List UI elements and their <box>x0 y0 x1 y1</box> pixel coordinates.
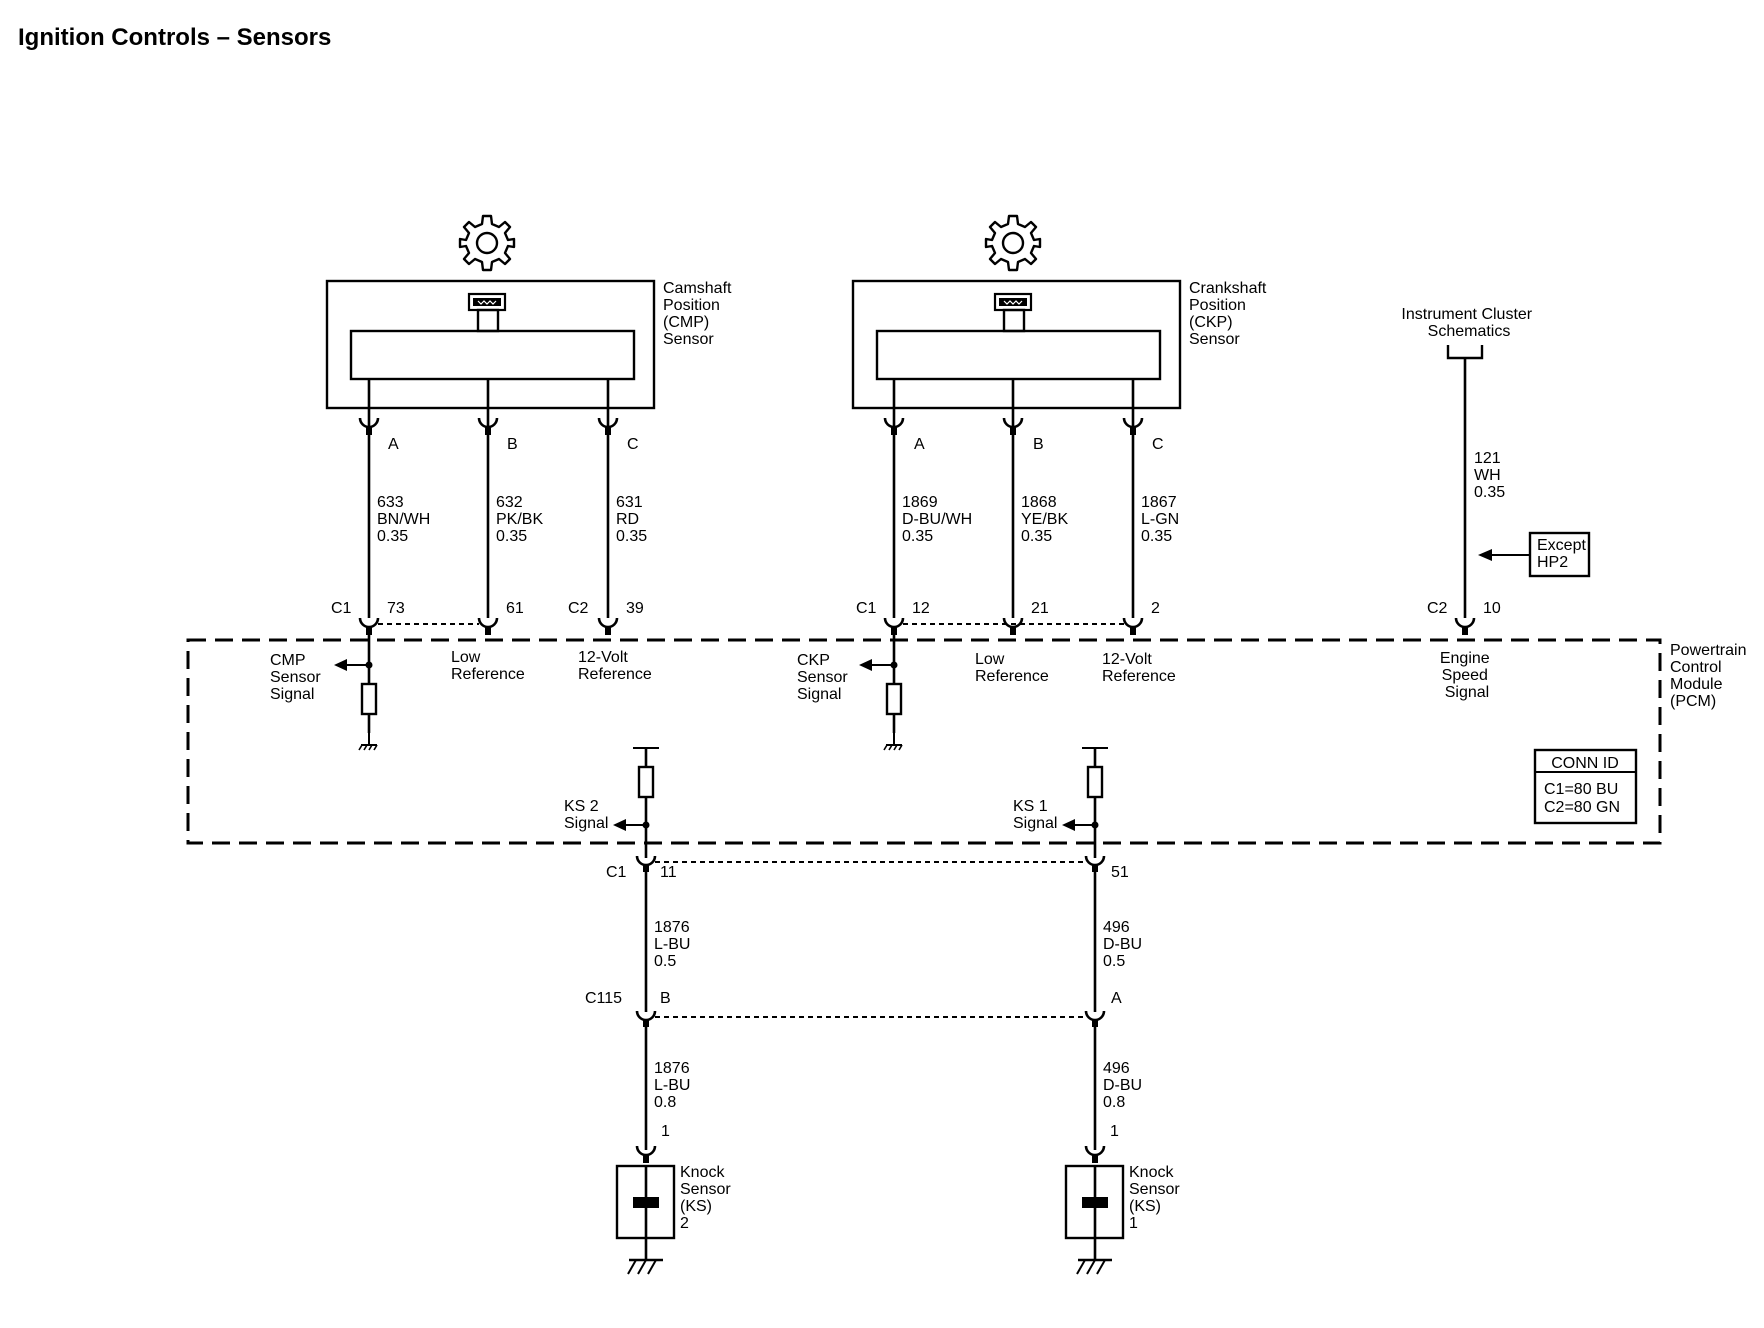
ckp-wires: A B C 1869 D-BU/WH 0.35 1868 YE/BK 0.35 … <box>856 379 1184 637</box>
ckp-pcm-pin-2: 2 <box>1151 600 1160 617</box>
pcm-boundary <box>186 638 1662 845</box>
cmp-pcm-conn-c1: C1 <box>331 600 352 617</box>
ks2-inline-pin: B <box>660 990 671 1007</box>
ks1-pullup-resistor <box>1086 765 1104 799</box>
cmp-wire-a-label: 633 BN/WH 0.35 <box>377 494 435 545</box>
cmp-pin-a: A <box>388 436 399 453</box>
ks2-pcm-conn: C1 <box>606 864 627 881</box>
cmp-pulldown-resistor <box>360 682 378 716</box>
ckp-pulldown-resistor <box>885 682 903 716</box>
cmp-signal-arrow-icon <box>334 659 347 671</box>
cmp-pcm-pin-73: 73 <box>387 600 405 617</box>
cmp-12v-ref-label: 12-Volt Reference <box>578 649 652 683</box>
conn-id-c2: C2=80 GN <box>1544 799 1620 816</box>
knock-sensor-1-circuit: KS 1 Signal 51 496 D-BU 0.5 A 496 D-BU 0… <box>655 747 1184 1276</box>
ckp-12v-ref-label: 12-Volt Reference <box>1102 651 1176 685</box>
ks1-piezo-element <box>1082 1197 1108 1208</box>
ks2-pullup-resistor <box>637 765 655 799</box>
page-title: Ignition Controls – Sensors <box>18 24 331 51</box>
cmp-sensor-element <box>349 329 636 381</box>
ckp-pcm-conn-c1: C1 <box>856 600 877 617</box>
cmp-sensor: Camshaft Position (CMP) Sensor <box>325 214 736 410</box>
cluster-pcm-conn: C2 <box>1427 600 1448 617</box>
ckp-low-ref-label: Low Reference <box>975 651 1049 685</box>
ks1-signal-label: KS 1 Signal <box>1013 798 1057 832</box>
ckp-wire-a-label: 1869 D-BU/WH 0.35 <box>902 494 977 545</box>
cmp-sensor-label: Camshaft Position (CMP) Sensor <box>663 280 736 348</box>
ckp-signal-label: CKP Sensor Signal <box>797 652 852 703</box>
ckp-pin-a: A <box>914 436 925 453</box>
ks1-signal-arrow-icon <box>1062 819 1075 831</box>
pcm-label: Powertrain Control Module (PCM) <box>1670 642 1751 710</box>
cmp-low-ref-label: Low Reference <box>451 649 525 683</box>
conn-id-header: CONN ID <box>1551 755 1619 772</box>
ckp-pcm-pin-21: 21 <box>1031 600 1049 617</box>
ckp-signal-arrow-icon <box>859 659 872 671</box>
ks2-pcm-pin: 11 <box>660 864 677 881</box>
ckp-pin-c: C <box>1152 436 1164 453</box>
ckp-pin-b: B <box>1033 436 1044 453</box>
cluster-wire-label: 121 WH 0.35 <box>1474 450 1505 501</box>
knock-sensor-2-circuit: KS 2 Signal C1 11 1876 L-BU 0.5 C115 B 1… <box>564 747 735 1276</box>
cluster-pcm-pin: 10 <box>1483 600 1501 617</box>
instrument-cluster-label: Instrument Cluster Schematics <box>1401 306 1536 340</box>
cmp-pcm-conn-c2: C2 <box>568 600 589 617</box>
ks1-sensor-label: Knock Sensor (KS) 1 <box>1129 1164 1184 1232</box>
ckp-wire-b-label: 1868 YE/BK 0.35 <box>1021 494 1073 545</box>
cmp-sensor-head-icon <box>467 292 507 312</box>
instrument-cluster-link: Instrument Cluster Schematics 121 WH 0.3… <box>1401 306 1591 637</box>
ks2-wire-upper-label: 1876 L-BU 0.5 <box>654 919 695 970</box>
ckp-gear-icon <box>984 214 1042 272</box>
cmp-wires: A B C 633 BN/WH 0.35 632 PK/BK 0.35 631 … <box>331 379 647 637</box>
ks2-ground-icon <box>626 1258 665 1276</box>
except-label: Except HP2 <box>1537 537 1590 571</box>
ks2-inline-conn: C115 <box>585 990 622 1007</box>
cmp-pin-c: C <box>627 436 639 453</box>
cmp-wire-c-label: 631 RD 0.35 <box>616 494 647 545</box>
ckp-sensor-head-icon <box>993 292 1033 312</box>
cmp-signal-label: CMP Sensor Signal <box>270 652 325 703</box>
conn-id-c1: C1=80 BU <box>1544 781 1618 798</box>
cmp-sensor-body <box>325 279 656 410</box>
ks2-sensor-label: Knock Sensor (KS) 2 <box>680 1164 735 1232</box>
ks2-sensor-pin: 1 <box>661 1123 670 1140</box>
ckp-sensor-element <box>875 329 1162 381</box>
cmp-pcm-pin-61: 61 <box>506 600 524 617</box>
ckp-wire-c-label: 1867 L-GN 0.35 <box>1141 494 1184 545</box>
ks2-signal-arrow-icon <box>613 819 626 831</box>
cmp-pin-b: B <box>507 436 518 453</box>
ks1-inline-pin: A <box>1111 990 1122 1007</box>
cmp-ground-icon <box>358 732 378 751</box>
pcm-cmp-signal-circuit: CMP Sensor Signal Low Reference 12-Volt … <box>270 630 652 751</box>
ks1-sensor-pin: 1 <box>1110 1123 1119 1140</box>
engine-speed-signal-label: Engine Speed Signal <box>1440 650 1494 701</box>
ks1-wire-lower-label: 496 D-BU 0.8 <box>1103 1060 1147 1111</box>
cmp-gear-icon <box>458 214 516 272</box>
ks1-wire-upper-label: 496 D-BU 0.5 <box>1103 919 1147 970</box>
ckp-pcm-pin-12: 12 <box>912 600 930 617</box>
ks1-pcm-pin: 51 <box>1111 864 1129 881</box>
ckp-sensor-body <box>851 279 1182 410</box>
pcm-ckp-signal-circuit: CKP Sensor Signal Low Reference 12-Volt … <box>797 630 1176 751</box>
ks2-signal-label: KS 2 Signal <box>564 798 608 832</box>
ckp-ground-icon <box>883 732 903 751</box>
ks1-ground-icon <box>1075 1258 1114 1276</box>
conn-id-box: CONN ID C1=80 BU C2=80 GN <box>1533 748 1638 825</box>
ckp-sensor: Crankshaft Position (CKP) Sensor <box>851 214 1271 410</box>
except-box <box>1528 531 1591 578</box>
cmp-pcm-pin-39: 39 <box>626 600 644 617</box>
ckp-sensor-label: Crankshaft Position (CKP) Sensor <box>1189 280 1271 348</box>
ks2-wire-lower-label: 1876 L-BU 0.8 <box>654 1060 695 1111</box>
except-arrow-icon <box>1478 549 1492 561</box>
ks2-piezo-element <box>633 1197 659 1208</box>
cluster-connector-icon <box>1446 345 1484 360</box>
cmp-wire-b-label: 632 PK/BK 0.35 <box>496 494 548 545</box>
